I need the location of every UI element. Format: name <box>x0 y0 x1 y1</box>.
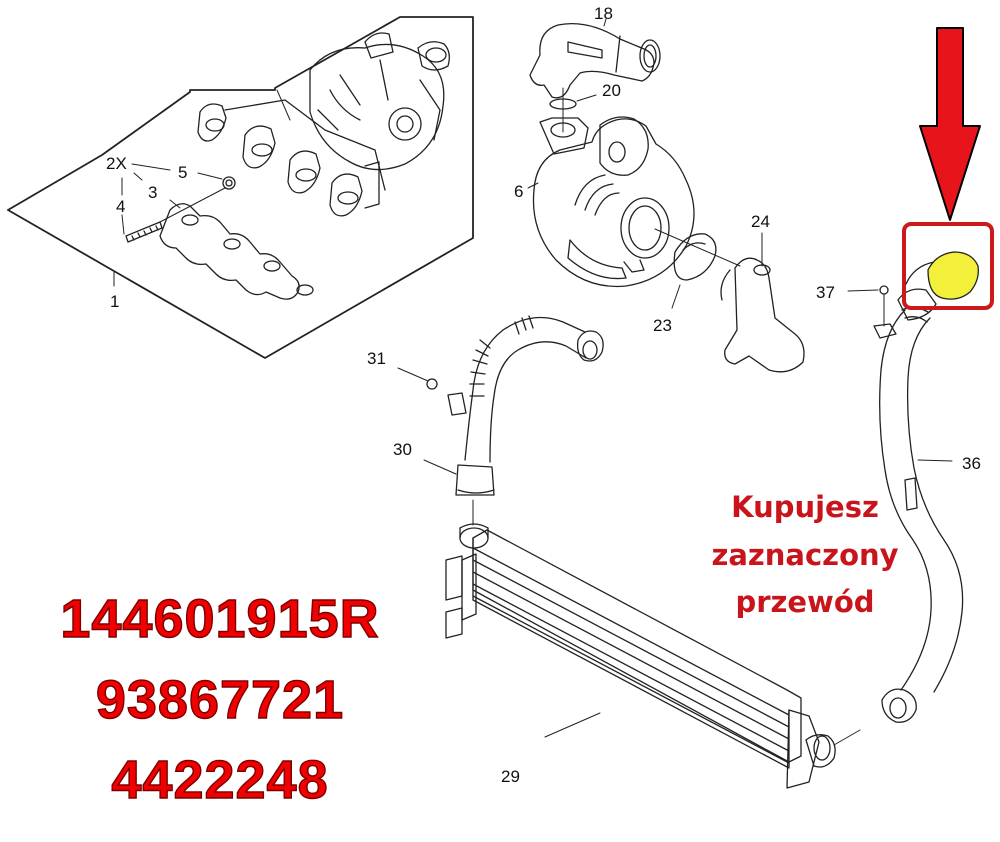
callout-24: 24 <box>751 212 770 231</box>
intercooler-outlet-hose-drawing <box>847 285 964 723</box>
turbo-outlet-pipe-drawing <box>529 18 661 133</box>
callout-2x: 2X <box>106 154 127 173</box>
red-arrow-icon <box>919 27 981 221</box>
part-number-1: 144601915R <box>60 589 380 649</box>
exhaust-manifold-drawing <box>197 32 450 217</box>
leader-lines-group-1 <box>113 89 291 287</box>
callout-5: 5 <box>178 163 188 182</box>
manifold-kit-frame <box>7 16 474 359</box>
intercooler-drawing <box>445 523 861 789</box>
turbo-inlet-hose-drawing <box>397 315 604 526</box>
callout-18: 18 <box>594 4 613 23</box>
promo-line-1: Kupujesz <box>731 490 879 524</box>
part-number-2: 93867721 <box>95 670 345 730</box>
callout-23: 23 <box>653 316 672 335</box>
callout-37: 37 <box>816 283 835 302</box>
callout-20: 20 <box>602 81 621 100</box>
highlighted-part-box <box>902 222 994 310</box>
callout-30: 30 <box>393 440 412 459</box>
promo-line-2: zaznaczony <box>711 538 899 572</box>
part-number-3: 4422248 <box>111 750 329 810</box>
turbo-outlet-gasket-drawing <box>654 228 741 309</box>
highlighted-hose-end <box>927 251 979 300</box>
callout-36: 36 <box>962 454 981 473</box>
turbocharger-drawing <box>527 116 695 288</box>
stud-and-nut-drawing <box>125 176 236 243</box>
callout-6: 6 <box>514 182 524 201</box>
callout-3: 3 <box>148 183 158 202</box>
callout-1: 1 <box>110 292 120 311</box>
callout-31: 31 <box>367 349 386 368</box>
callout-29: 29 <box>501 767 520 786</box>
callout-4: 4 <box>116 197 126 216</box>
promo-line-3: przewód <box>735 585 875 619</box>
manifold-gasket-drawing <box>159 203 314 300</box>
turbo-outlet-elbow-drawing <box>720 232 805 373</box>
